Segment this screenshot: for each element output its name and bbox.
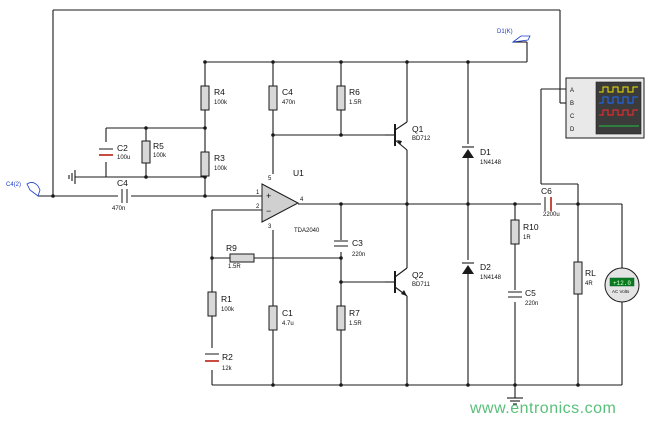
capacitor-c2[interactable]: C2 100u — [99, 143, 130, 161]
r6-value: 470n — [282, 100, 295, 106]
d2-label: D2 — [480, 262, 491, 272]
opamp-pin-3: 3 — [268, 224, 272, 230]
scope-trace-c — [599, 109, 638, 116]
resistor-r3[interactable]: R3 100k — [200, 151, 228, 177]
opamp-plus: + — [266, 191, 271, 201]
d1-label: D1 — [480, 147, 491, 157]
c2-value: 100u — [117, 155, 130, 161]
resistor-r1[interactable]: R9 1.5R — [226, 243, 255, 270]
r7-value: 4.7u — [282, 321, 294, 327]
resistor-r5[interactable]: R5 100k — [141, 140, 167, 164]
c5-value: 220n — [525, 301, 538, 307]
r6-label: C4 — [282, 87, 293, 97]
resistor-r6[interactable]: C4 470n — [268, 85, 295, 111]
q1-label: Q1 — [412, 124, 424, 134]
r2-label: R1 — [221, 294, 232, 304]
junction-dots — [51, 60, 580, 387]
d2-part: 1N4148 — [480, 275, 502, 281]
meter-reading: +12.0 — [613, 280, 631, 287]
opamp-part: TDA2040 — [294, 228, 320, 234]
q1-part: BD712 — [412, 136, 431, 142]
r5-value: 100k — [153, 153, 167, 159]
c4-value: 470n — [112, 206, 125, 212]
probe-c4-label: C4(2) — [6, 182, 21, 188]
resistor-rl[interactable]: RL 4R — [573, 261, 596, 295]
resistor-r8[interactable]: R7 1.5R — [336, 305, 362, 331]
q2-label: Q2 — [412, 270, 424, 280]
r10-value: 1R — [523, 235, 531, 241]
opamp-minus: − — [266, 206, 271, 216]
r5-label: R5 — [153, 141, 164, 151]
r8-value: 1.5R — [349, 321, 362, 327]
r7-label: C1 — [282, 308, 293, 318]
r1-label: R9 — [226, 243, 237, 253]
resistor-r10[interactable]: R10 1R — [510, 219, 539, 245]
c1-value: 12k — [222, 366, 233, 372]
meter-mode: AC Volts — [612, 289, 630, 294]
scope-channel-d: D — [570, 127, 575, 133]
scope-trace-a — [599, 86, 638, 93]
c6-value: 2200u — [543, 212, 560, 218]
capacitor-c6[interactable]: C6 2200u — [541, 186, 560, 218]
c5-label: C5 — [525, 288, 536, 298]
capacitor-c4[interactable]: C4 470n — [112, 178, 128, 212]
rl-value: 4R — [585, 281, 593, 287]
c1-label: R2 — [222, 352, 233, 362]
r3-label: R3 — [214, 153, 225, 163]
diode-d2[interactable]: D2 1N4148 — [462, 262, 502, 281]
resistor-r2[interactable]: R1 100k — [207, 291, 235, 317]
scope-channel-b: B — [570, 101, 574, 107]
wiring — [38, 9, 623, 405]
capacitor-c1[interactable]: R2 12k — [205, 352, 233, 372]
opamp-pin-4: 4 — [300, 197, 304, 203]
r9-value: 1.5R — [349, 100, 362, 106]
d1-part: 1N4148 — [480, 160, 502, 166]
meter-display — [609, 277, 635, 287]
c3-label: C3 — [352, 238, 363, 248]
r2-value: 100k — [221, 307, 235, 313]
r10-label: R10 — [523, 222, 539, 232]
c6-label: C6 — [541, 186, 552, 196]
scope-channel-c: C — [570, 114, 575, 120]
input-ground-icon — [68, 170, 76, 184]
c2-label: C2 — [117, 143, 128, 153]
r4-value: 100k — [214, 100, 228, 106]
oscilloscope[interactable]: A B C D — [565, 77, 645, 139]
resistor-r4[interactable]: R4 100k — [200, 85, 228, 111]
resistor-r7[interactable]: C1 4.7u — [268, 305, 294, 331]
q2-part: BD711 — [412, 282, 431, 288]
opamp-pin-1: 1 — [256, 190, 260, 196]
r3-value: 100k — [214, 166, 228, 172]
probe-d1[interactable]: D1(K) — [497, 29, 531, 43]
r8-label: R7 — [349, 308, 360, 318]
opamp-pin-2: 2 — [256, 204, 260, 210]
scope-trace-b — [599, 96, 638, 104]
capacitor-c3[interactable]: C3 220n — [334, 238, 365, 258]
transistor-q2[interactable]: Q2 BD711 — [385, 267, 431, 297]
diode-d1[interactable]: D1 1N4148 — [462, 146, 502, 166]
transistor-q1[interactable]: Q1 BD712 — [385, 121, 431, 151]
ac-voltmeter[interactable]: +12.0 AC Volts — [604, 267, 640, 303]
scope-channel-a: A — [570, 88, 574, 94]
probe-c4[interactable]: C4(2) — [6, 182, 41, 197]
r1-value: 1.5R — [228, 264, 241, 270]
c4-label: C4 — [117, 178, 128, 188]
r9-label: R6 — [349, 87, 360, 97]
resistor-r9[interactable]: R6 1.5R — [336, 85, 362, 111]
c3-value: 220n — [352, 252, 365, 258]
probe-d1-label: D1(K) — [497, 29, 513, 35]
capacitor-c5[interactable]: C5 220n — [508, 288, 538, 307]
watermark: www.entronics.com — [469, 400, 616, 417]
r4-label: R4 — [214, 87, 225, 97]
opamp-u1[interactable]: + − U1 TDA2040 1 2 3 4 5 — [256, 168, 320, 234]
opamp-label: U1 — [293, 168, 304, 178]
opamp-pin-5: 5 — [268, 176, 272, 182]
rl-label: RL — [585, 268, 596, 278]
